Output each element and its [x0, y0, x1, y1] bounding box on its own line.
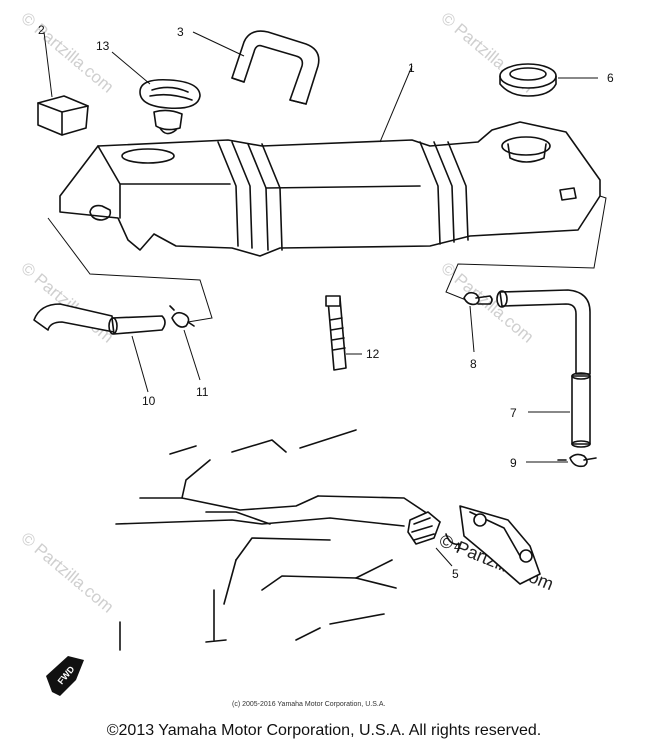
- callout-10: 10: [142, 394, 156, 408]
- callout-4: 4: [454, 540, 461, 554]
- callout-6: 6: [607, 71, 614, 85]
- part-8-clamp: [463, 291, 493, 353]
- callouts: 1 2 3 4 5 6 7 8 9 10 11 12 13: [38, 23, 614, 581]
- part-2-block: [37, 31, 89, 136]
- part-9-clamp: [526, 453, 597, 468]
- watermark-mid-left: © Partzilla.com: [17, 259, 117, 347]
- part-6-seal: [499, 63, 598, 97]
- callout-2: 2: [38, 23, 45, 37]
- part-5-bracket: [407, 505, 541, 585]
- part-11-clamp: [169, 305, 201, 381]
- part-1-fuel-tank: [59, 65, 601, 257]
- small-copyright: (c) 2005-2016 Yamaha Motor Corporation, …: [232, 701, 385, 708]
- frame-sketch: [115, 429, 441, 651]
- part-13-fuel-cap: [111, 51, 201, 135]
- watermark-low-left: © Partzilla.com: [17, 529, 117, 617]
- footer-copyright: ©2013 Yamaha Motor Corporation, U.S.A. A…: [106, 722, 542, 739]
- callout-8: 8: [470, 357, 477, 371]
- callout-5: 5: [452, 567, 459, 581]
- part-3-hose: [192, 30, 320, 105]
- callout-11: 11: [196, 385, 209, 399]
- callout-3: 3: [177, 25, 184, 39]
- fwd-arrow-icon: FWD: [46, 656, 84, 696]
- part-12-cable-tie: [325, 295, 362, 371]
- callout-13: 13: [96, 39, 110, 53]
- callout-9: 9: [510, 456, 517, 470]
- part-7-pipe: [528, 372, 591, 448]
- callout-12: 12: [366, 347, 380, 361]
- callout-1: 1: [408, 61, 415, 75]
- part-10-hose: [33, 303, 166, 393]
- callout-7: 7: [510, 406, 517, 420]
- reference-lines: [47, 195, 607, 323]
